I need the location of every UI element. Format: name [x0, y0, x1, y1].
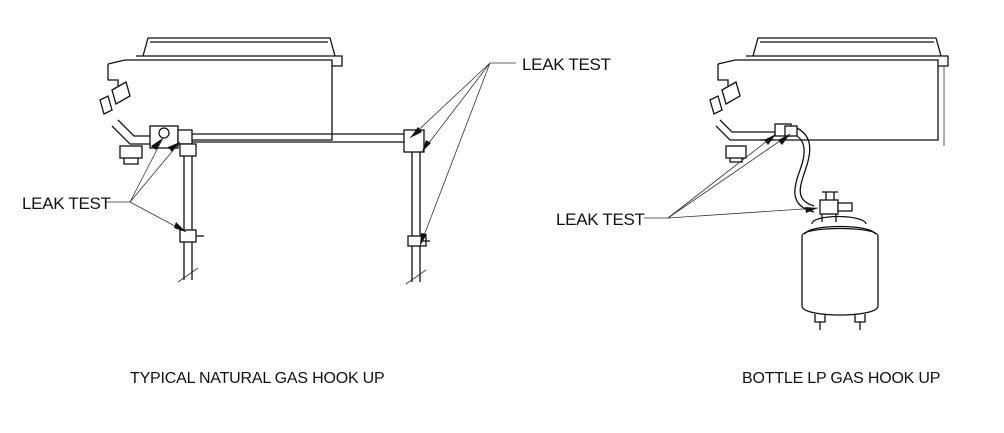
natural-gas-pipe: [177, 129, 430, 285]
lp-tank: [801, 191, 879, 330]
leak-test-label-top: LEAK TEST: [522, 55, 611, 74]
natural-gas-appliance: [99, 37, 343, 165]
caption-lp-gas: BOTTLE LP GAS HOOK UP: [742, 370, 940, 387]
leak-test-label-right: LEAK TEST: [556, 210, 645, 229]
lp-gas-appliance: [709, 37, 949, 163]
lp-gas-hose: [794, 127, 815, 213]
leak-test-leaders-top: [409, 62, 516, 247]
leak-test-label-left: LEAK TEST: [22, 194, 111, 213]
leak-test-leaders-left: [105, 137, 187, 233]
leak-test-leaders-right: [644, 133, 819, 219]
caption-natural-gas: TYPICAL NATURAL GAS HOOK UP: [130, 370, 385, 387]
